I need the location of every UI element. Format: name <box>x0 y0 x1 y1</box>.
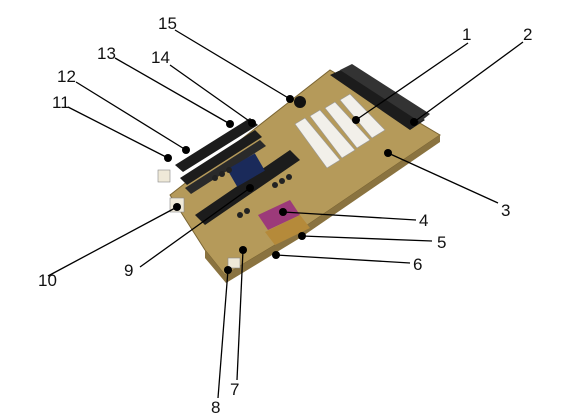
battery <box>294 96 306 108</box>
label-6: 6 <box>413 255 422 274</box>
label-2: 2 <box>523 25 532 44</box>
leader-dots <box>164 95 418 274</box>
chipset <box>227 153 265 187</box>
label-4: 4 <box>419 211 428 230</box>
label-11: 11 <box>52 93 70 112</box>
isa-slot <box>330 68 425 130</box>
label-13: 13 <box>97 44 116 63</box>
label-10: 10 <box>38 271 57 290</box>
label-14: 14 <box>151 48 170 67</box>
memory-slot <box>175 118 258 172</box>
motherboard <box>157 64 441 283</box>
label-8: 8 <box>211 398 220 417</box>
label-15: 15 <box>158 14 177 33</box>
leader-lines <box>47 29 524 399</box>
serial-port <box>258 200 300 230</box>
keyboard-connector <box>227 257 241 269</box>
label-5: 5 <box>437 233 446 252</box>
label-3: 3 <box>501 201 510 220</box>
label-1: 1 <box>462 25 471 44</box>
label-12: 12 <box>57 67 76 86</box>
label-9: 9 <box>124 261 133 280</box>
number-labels: 1 2 3 4 5 6 7 8 9 10 11 12 13 14 15 <box>38 14 532 417</box>
label-7: 7 <box>230 380 239 399</box>
